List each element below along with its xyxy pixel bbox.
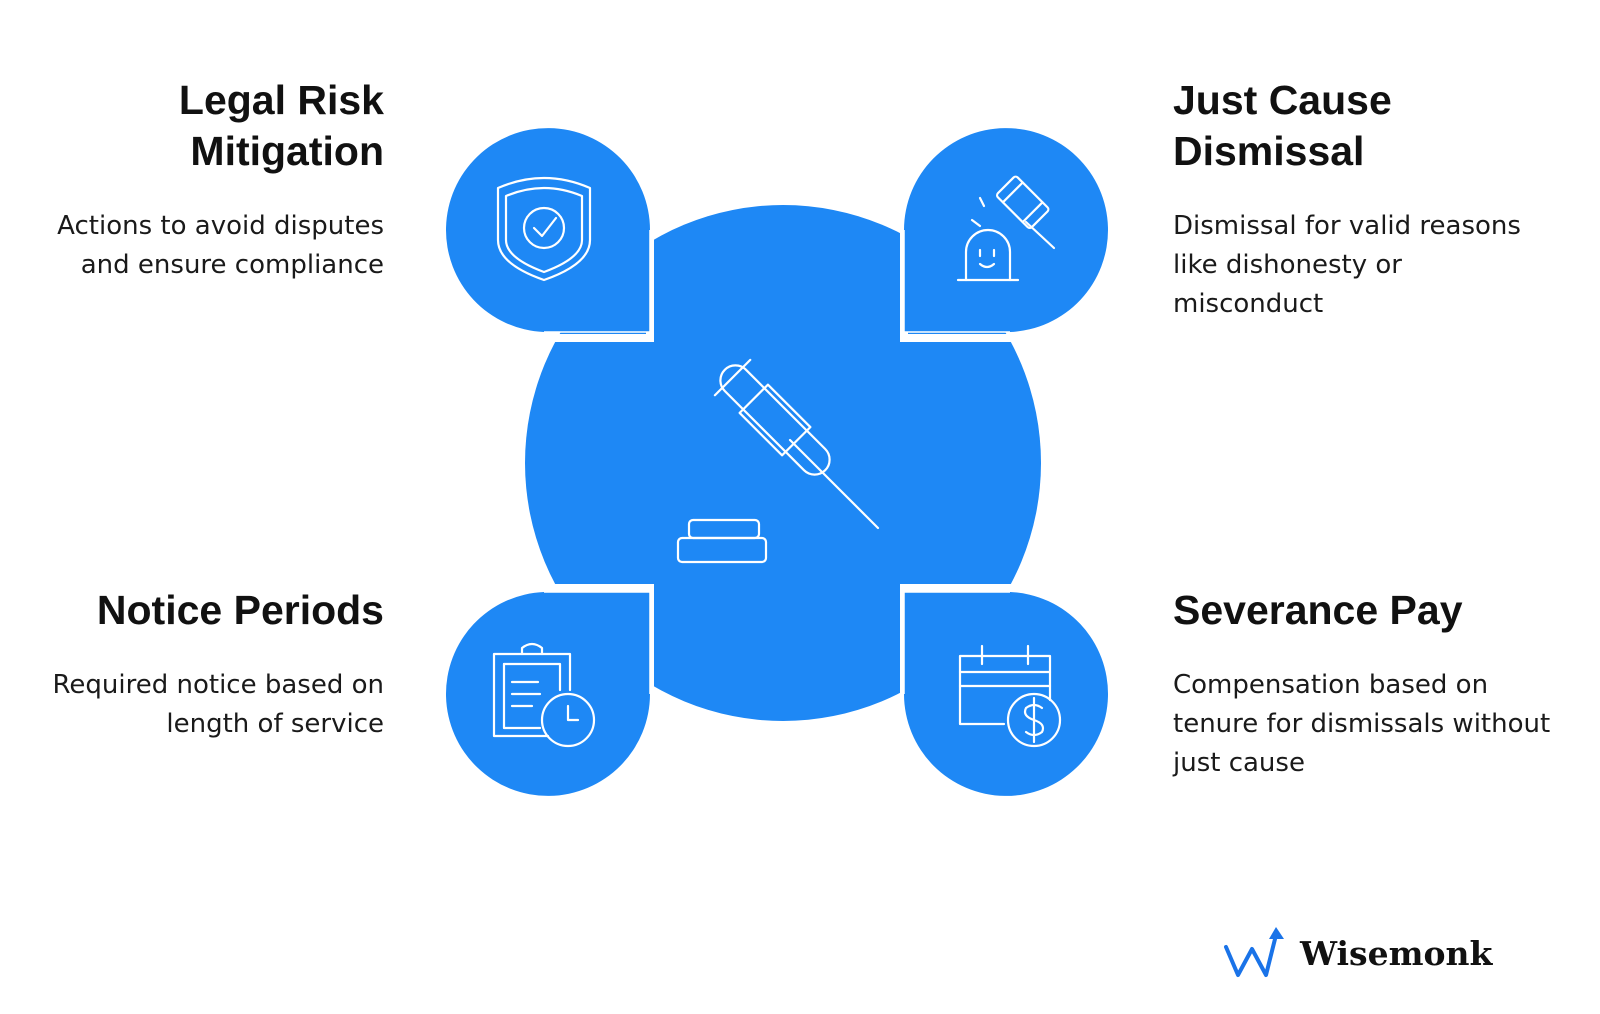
node-title: Legal Risk Mitigation [178,77,384,174]
node-title: Severance Pay [1173,587,1463,633]
petal-bottom-left [446,592,650,796]
gavel-alarm-icon [956,175,1056,282]
node-legal-risk-mitigation: Legal Risk Mitigation Actions to avoid d… [4,75,384,285]
node-description: Actions to avoid disputes and ensure com… [57,211,384,280]
petal-top-right [904,128,1108,332]
gavel-icon [676,358,880,564]
node-severance-pay: Severance Pay Compensation based on tenu… [1173,585,1553,783]
shield-check-icon [496,176,592,282]
petal-bottom-right [904,592,1108,796]
calendar-dollar-icon [958,644,1062,748]
node-notice-periods: Notice Periods Required notice based on … [4,585,384,744]
wisemonk-logo-icon [1224,927,1284,977]
clipboard-clock-icon [492,642,596,748]
node-just-cause-dismissal: Just Cause Dismissal Dismissal for valid… [1173,75,1553,324]
petal-edges [544,230,1010,694]
brand-name: Wisemonk [1300,933,1493,973]
node-description: Required notice based on length of servi… [52,670,384,739]
node-title: Notice Periods [96,587,384,633]
brand: Wisemonk [1222,925,1492,981]
node-description: Dismissal for valid reasons like dishone… [1173,211,1521,319]
node-title: Just Cause Dismissal [1173,77,1392,174]
node-description: Compensation based on tenure for dismiss… [1173,670,1551,778]
